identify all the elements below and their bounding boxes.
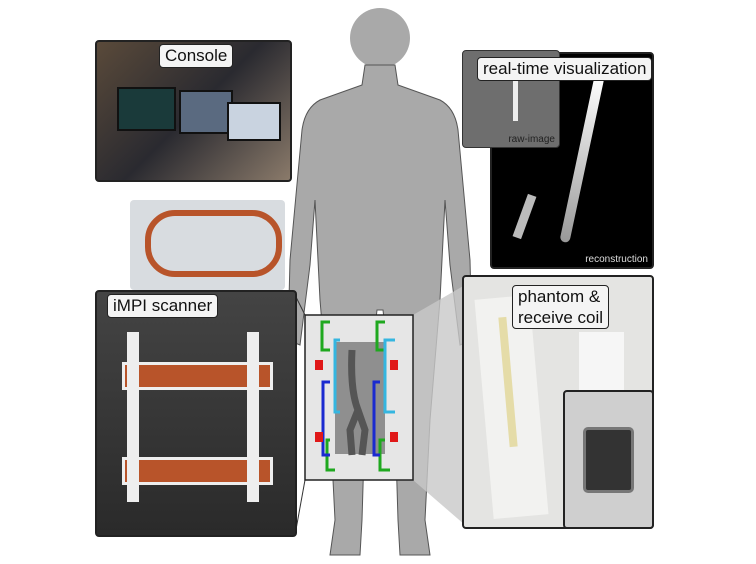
scanner-photo: iMPI scanner [95, 290, 297, 537]
receive-coil-photo [563, 390, 654, 529]
reconstruction-label: reconstruction [585, 254, 648, 265]
scanner-label: iMPI scanner [107, 294, 219, 318]
console-photo: Console [95, 40, 292, 182]
console-label: Console [159, 44, 234, 68]
phantom-label: phantom & receive coil [512, 285, 610, 329]
scanner-top-photo [130, 200, 285, 290]
realtime-label: real-time visualization [477, 57, 653, 81]
raw-image-label: raw-image [508, 134, 555, 145]
